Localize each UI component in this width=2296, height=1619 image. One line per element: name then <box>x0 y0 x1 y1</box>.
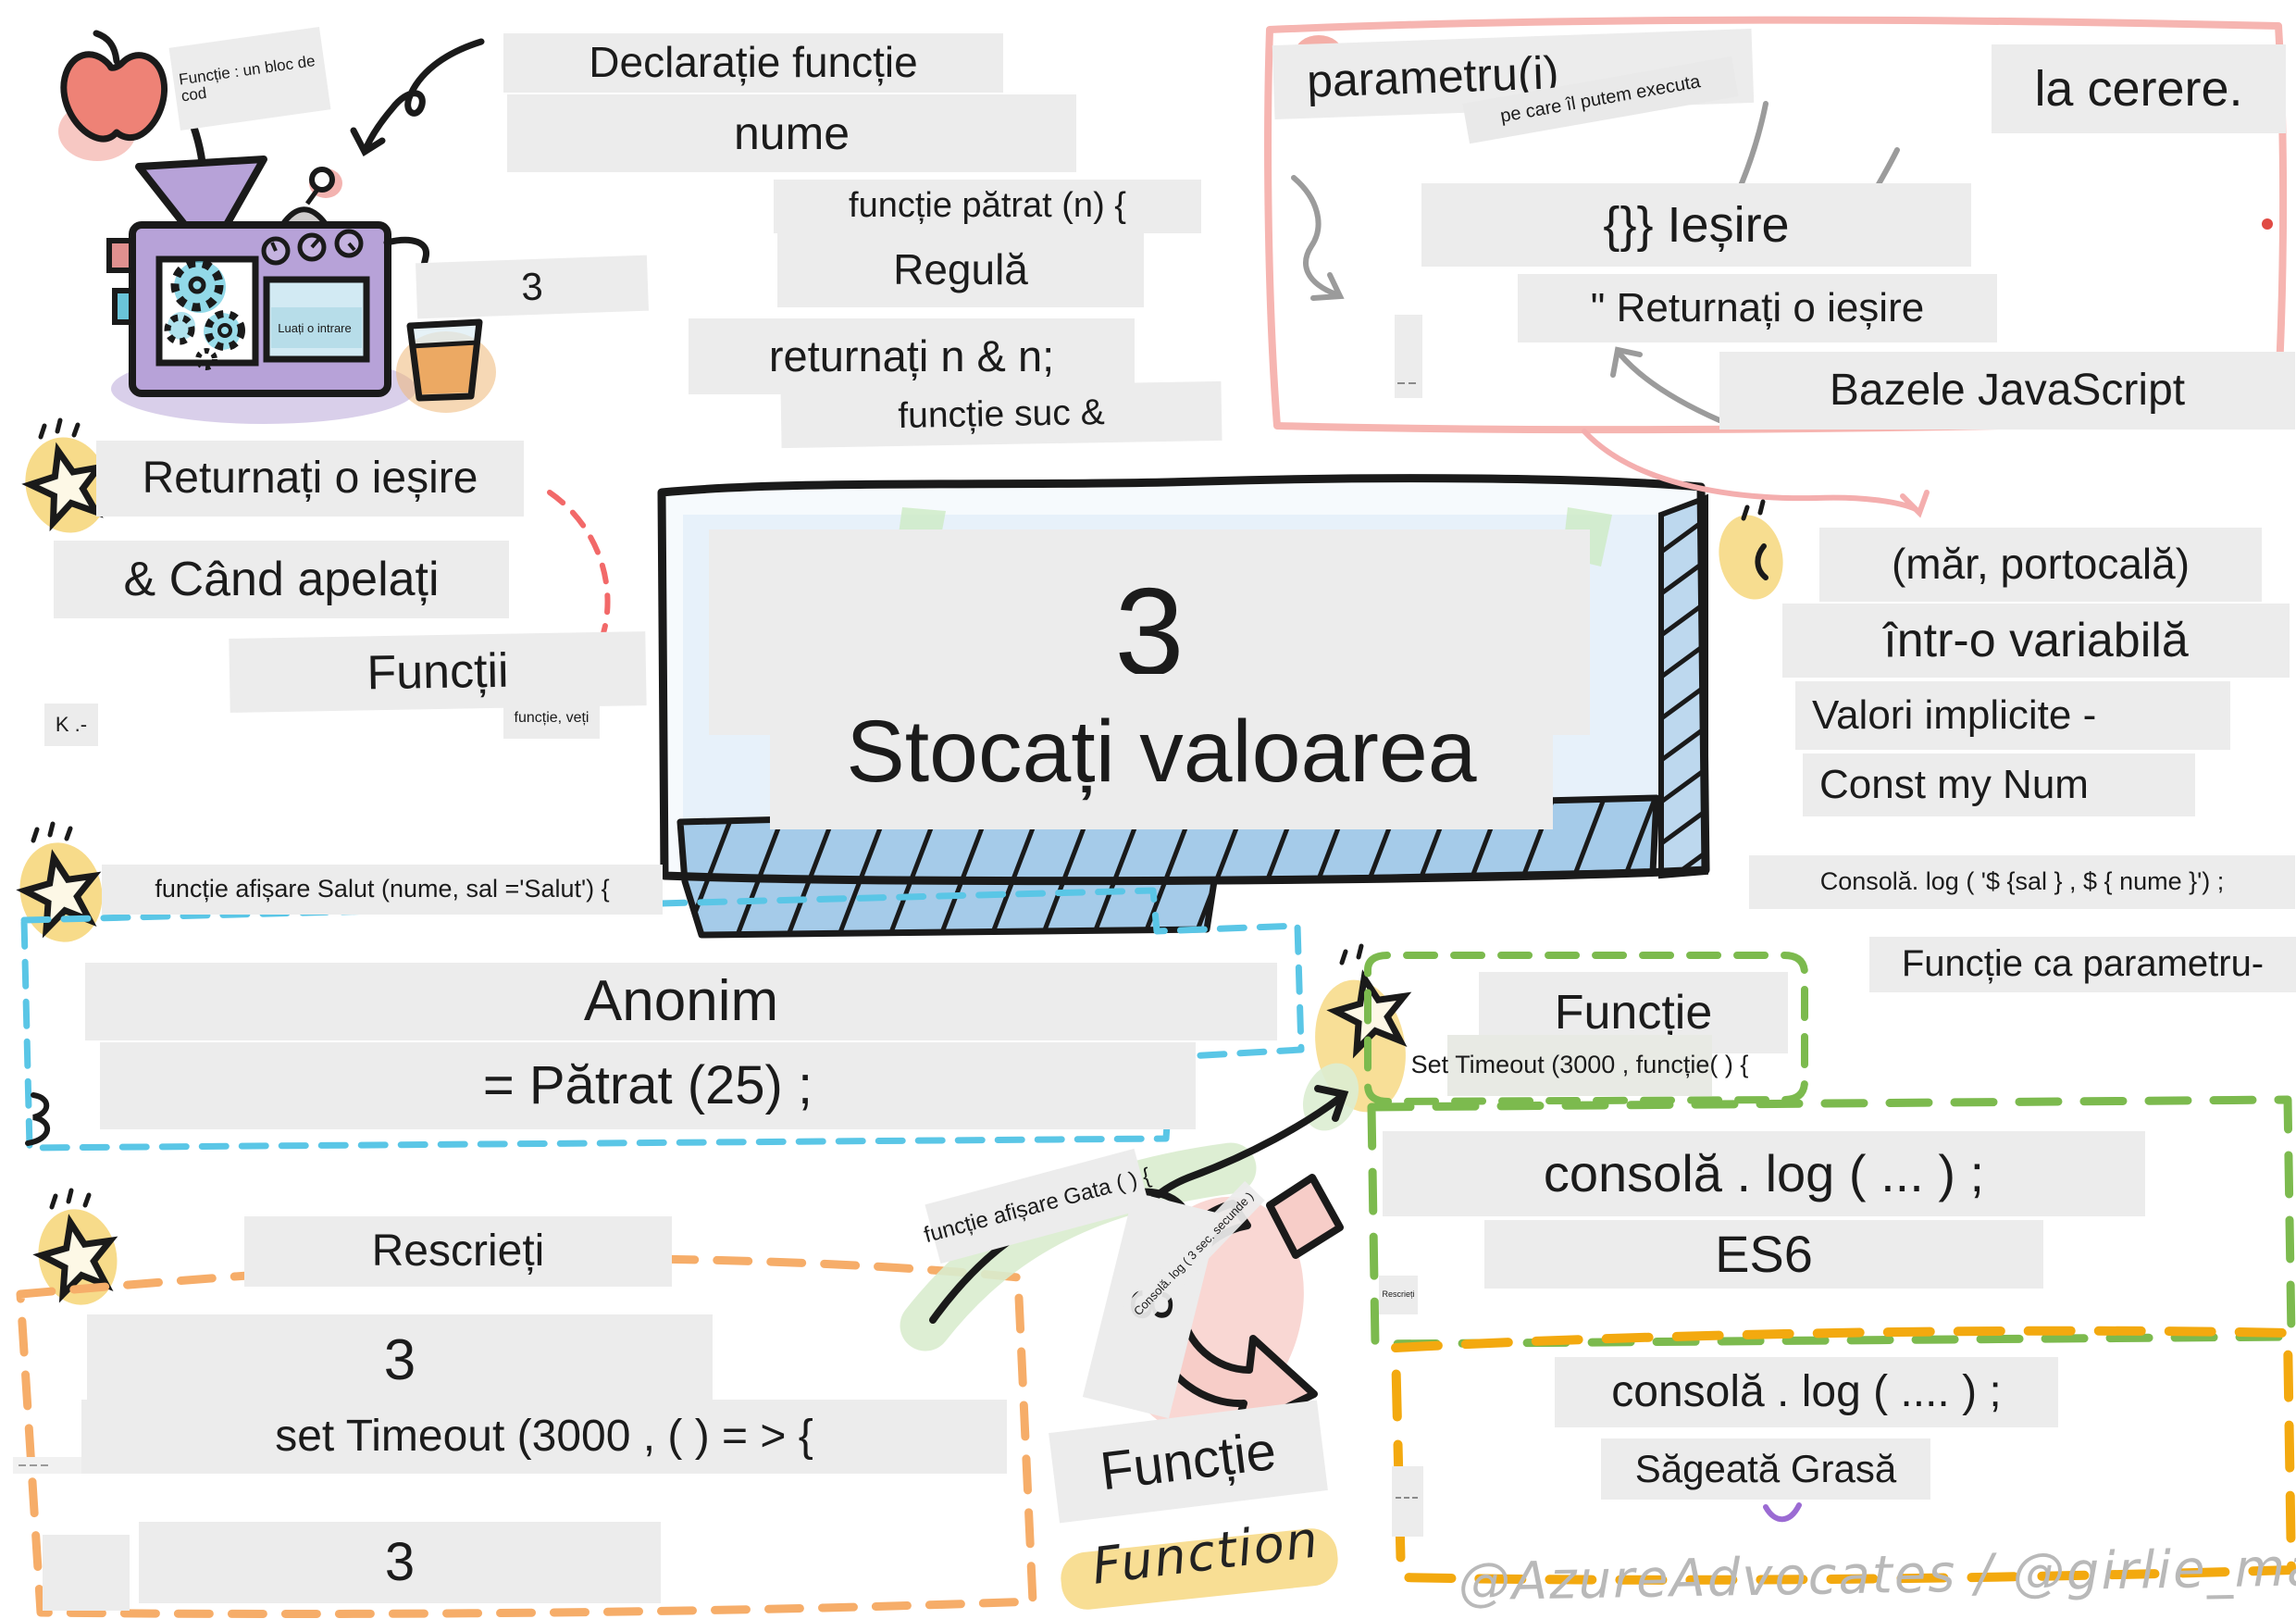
purple-squiggle <box>1763 1502 1802 1523</box>
fat-arrow-label: Săgeată Grasă <box>1601 1438 1930 1500</box>
declaration-label: Declarație funcție <box>503 33 1003 93</box>
star-icon <box>30 1188 126 1305</box>
machine-output-value: 3 <box>416 255 649 319</box>
es6-console-code: consolă . log ( ... ) ; <box>1383 1131 2145 1216</box>
juice-glass-icon <box>396 318 496 413</box>
on-demand-label: la cerere. <box>1992 44 2286 133</box>
brace-squiggle <box>25 1092 51 1146</box>
rewrite-value-bottom: 3 <box>139 1522 661 1603</box>
arrow-declaration-to-machine-icon <box>350 38 485 156</box>
tiny-strip <box>13 1457 85 1474</box>
output-label: {}} Ieșire <box>1421 183 1971 267</box>
rewrite-value-top: 3 <box>87 1314 713 1407</box>
tiny-strip <box>1392 1466 1423 1537</box>
yellow-dashed-box <box>1391 1326 2296 1585</box>
default-values-label: Valori implicite - <box>1795 681 2230 750</box>
green-dashed-box-large <box>1367 1095 2296 1349</box>
square-function-code: funcție pătrat (n) { <box>774 180 1201 233</box>
arguments-label: (măr, portocală) <box>1819 528 2262 602</box>
settimeout-arrow-code: set Timeout (3000 , ( ) = > { <box>81 1400 1007 1474</box>
return-output-left-label: Returnați o ieșire <box>96 441 524 517</box>
function-machine-icon <box>106 156 430 424</box>
salut-function-code: funcție afișare Salut (nume, sal ='Salut… <box>102 865 663 915</box>
in-variable-label: într-o variabilă <box>1782 604 2290 678</box>
machine-screen-text: Luați o intrare <box>278 320 352 335</box>
empty-note-box <box>43 1535 130 1611</box>
tiny-strip <box>1395 315 1422 398</box>
es6-label: ES6 <box>1484 1220 2043 1289</box>
rule-label: Regulă <box>777 233 1144 307</box>
return-output-quote-label: " Returnați o ieșire <box>1518 274 1997 342</box>
store-value-label: Stocați valoarea <box>770 674 1553 829</box>
return-code-label: returnați n & n; <box>689 318 1135 394</box>
anonymous-title: Anonim <box>85 963 1277 1040</box>
arrowfn-console-code: consolă . log ( .... ) ; <box>1555 1357 2058 1427</box>
credit-watermark: @AzureAdvocates / @girlie_mac <box>1458 1537 2296 1613</box>
es6-tiny-note: Rescrieți <box>1379 1276 1418 1314</box>
star-icon <box>1719 499 1783 600</box>
k-note-label: K .- <box>44 704 98 746</box>
blue-dashed-box <box>20 887 1305 1152</box>
apple-icon <box>58 30 168 161</box>
juice-function-code: funcție suc & <box>780 380 1222 449</box>
rewrite-title: Rescrieți <box>244 1216 672 1287</box>
function-as-param-label: Funcție ca parametru- <box>1869 937 2296 992</box>
console-template-code: Consolă. log ( '$ {sal } , $ { nume }') … <box>1749 855 2295 909</box>
when-call-label: & Când apelați <box>54 541 509 618</box>
javascript-basics-title: Bazele JavaScript <box>1719 352 2295 430</box>
es6-settimeout-code: Set Timeout (3000 , funcție( ) { <box>1411 1035 1748 1096</box>
const-code-label: Const my Num <box>1803 753 2195 816</box>
star-icon <box>15 417 118 533</box>
function-note-label: funcție, veți <box>503 698 600 739</box>
green-dashed-box-small <box>1364 952 1808 1106</box>
name-label: nume <box>507 94 1076 172</box>
square25-code: = Pătrat (25) ; <box>100 1042 1196 1129</box>
